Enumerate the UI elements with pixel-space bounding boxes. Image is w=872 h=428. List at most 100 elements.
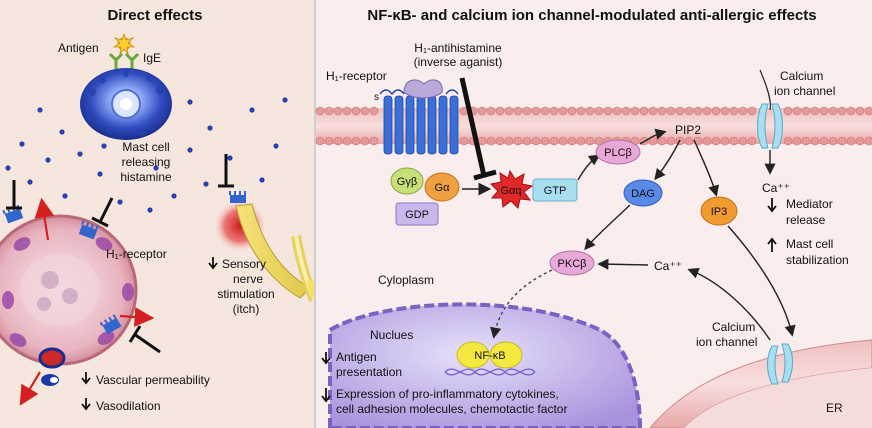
membrane-bead — [666, 136, 676, 146]
to-pip2-arrow — [639, 128, 667, 145]
membrane-bead — [621, 106, 631, 116]
h1-receptor-label: H₁-receptor — [326, 69, 387, 83]
membrane-bead — [711, 106, 721, 116]
membrane-bead — [540, 106, 550, 116]
membrane-bead — [342, 106, 352, 116]
er-membrane — [649, 339, 872, 428]
ige-label: IgE — [143, 51, 161, 65]
membrane-bead — [342, 136, 352, 146]
ige-antibody-icon — [108, 52, 140, 70]
membrane-bead — [846, 136, 856, 146]
membrane-bead — [684, 136, 694, 146]
membrane-bead — [729, 136, 739, 146]
membrane-bead — [513, 136, 523, 146]
receptor-s-label: s — [374, 92, 379, 103]
er-label: ER — [826, 401, 843, 415]
membrane-bead — [594, 136, 604, 146]
membrane-bead — [747, 136, 757, 146]
nucleus — [328, 302, 643, 428]
membrane-bead — [315, 136, 325, 146]
membrane-bead — [486, 136, 496, 146]
leak-arrows — [19, 197, 155, 406]
membrane-bead — [630, 106, 640, 116]
membrane-bead — [576, 106, 586, 116]
membrane-bead — [819, 106, 829, 116]
membrane-bead — [477, 106, 487, 116]
membrane-bead — [684, 106, 694, 116]
membrane-bead — [351, 106, 361, 116]
membrane-bead — [666, 106, 676, 116]
membrane-bead — [495, 136, 505, 146]
membrane-bead — [558, 106, 568, 116]
nfkb-node: NF-κB — [456, 341, 523, 369]
h1-receptor-7tm: s — [374, 89, 459, 155]
membrane-bead — [585, 136, 595, 146]
red-blood-cells — [38, 347, 66, 386]
to-pkc-arrow — [584, 204, 631, 251]
antihistamine-label-line2: (inverse aganist) — [414, 55, 503, 69]
inhibition-bar-icon — [459, 77, 497, 181]
sensory-label-line3: stimulation — [217, 287, 274, 301]
mast-cell-label-line3: histamine — [120, 170, 172, 184]
plc-beta-label: PLCβ — [604, 147, 632, 159]
membrane-bead — [531, 136, 541, 146]
membrane-bead — [702, 106, 712, 116]
mediator-release-group: Mediator release — [767, 197, 833, 227]
calcium-channel-top-line2: ion channel — [774, 84, 835, 98]
down-arrow-icon — [321, 388, 331, 403]
membrane-bead — [603, 106, 613, 116]
calcium-channel-bottom-line1: Calcium — [712, 320, 755, 334]
membrane-bead — [675, 106, 685, 116]
antihistamine-label-line1: H₁-antihistamine — [414, 41, 502, 55]
gdp-node: GDP — [395, 202, 439, 226]
to-plc-arrow — [577, 154, 601, 181]
to-ip3-arrow — [693, 139, 720, 197]
membrane-bead — [855, 106, 865, 116]
membrane-bead — [369, 136, 379, 146]
membrane-bead — [837, 106, 847, 116]
membrane-bead — [648, 106, 658, 116]
down-arrow-icon — [81, 398, 91, 411]
membrane-bead — [792, 106, 802, 116]
vascular-permeability-label: Vascular permeability — [96, 373, 210, 387]
nucleus-label: Nuclues — [370, 328, 413, 342]
membrane-bead — [612, 106, 622, 116]
ca-lower-label: Ca⁺⁺ — [654, 259, 682, 273]
membrane-bead — [783, 106, 793, 116]
antigen-presentation-group: Antigen presentation — [321, 350, 402, 379]
membrane-bead — [864, 106, 872, 116]
mediator-line1: Mediator — [786, 197, 833, 211]
membrane-bead — [720, 106, 730, 116]
membrane-bead — [495, 106, 505, 116]
membrane-bead — [585, 106, 595, 116]
calcium-channel-top-line1: Calcium — [780, 69, 823, 83]
membrane-bead — [801, 106, 811, 116]
left-panel-title: Direct effects — [107, 7, 202, 24]
membrane-bead — [729, 106, 739, 116]
membrane-bead — [531, 106, 541, 116]
membrane-bead — [702, 136, 712, 146]
dna-helix-icon — [444, 368, 536, 376]
mast-stab-line1: Mast cell — [786, 237, 833, 251]
mast-cell-label-line1: Mast cell — [122, 140, 169, 154]
membrane-bead — [504, 106, 514, 116]
membrane-bead — [459, 136, 469, 146]
ca-to-pkc-arrow — [597, 258, 649, 270]
down-arrow-icon — [767, 198, 777, 213]
pkc-beta-label: PKCβ — [558, 258, 587, 270]
calcium-channel-er — [767, 343, 793, 385]
membrane-bead — [522, 106, 532, 116]
membrane-bead — [828, 106, 838, 116]
membrane-bead — [639, 106, 649, 116]
membrane-bead — [315, 106, 325, 116]
membrane-bead — [351, 136, 361, 146]
down-arrow-icon — [81, 372, 91, 385]
antigen-label: Antigen — [58, 41, 99, 55]
plc-beta-node: PLCβ — [595, 139, 641, 165]
down-arrow-icon — [208, 257, 218, 270]
gtp-label: GTP — [544, 185, 567, 197]
vascular-text-group: Vascular permeability Vasodilation — [81, 372, 210, 413]
blood-vessel — [0, 214, 138, 366]
